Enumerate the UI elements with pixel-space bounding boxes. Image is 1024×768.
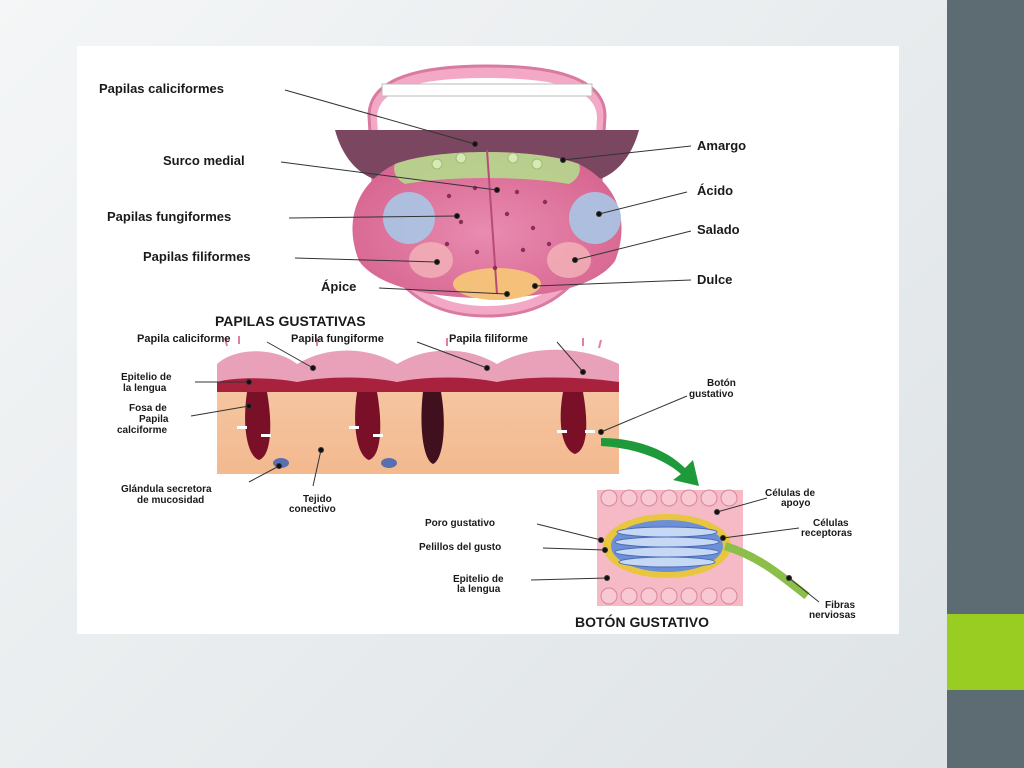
label-boton-epitelio-2: la lengua — [457, 584, 501, 595]
label-fosa-3: calciforme — [117, 425, 167, 436]
label-salado: Salado — [697, 222, 740, 237]
zone-acido-left — [383, 192, 435, 244]
label-boton-epitelio-1: Epitelio de — [453, 574, 504, 585]
label-papila-fungiforme: Papila fungiforme — [291, 333, 384, 345]
label-dulce: Dulce — [697, 272, 732, 287]
upper-teeth — [381, 83, 593, 97]
slide-content: Papilas caliciformes Surco medial Papila… — [77, 46, 899, 634]
label-celulas-apoyo-2: apoyo — [781, 498, 810, 509]
label-boton-2: gustativo — [689, 389, 733, 400]
taste-anatomy-diagram: Papilas caliciformes Surco medial Papila… — [99, 64, 856, 630]
label-celulas-receptoras-1: Células — [813, 518, 849, 529]
label-tejido-2: conectivo — [289, 504, 336, 515]
label-epitelio-2: la lengua — [123, 383, 167, 394]
label-apice: Ápice — [321, 279, 356, 294]
boton-title: BOTÓN GUSTATIVO — [575, 613, 709, 630]
label-fosa-1: Fosa de — [129, 403, 167, 414]
label-papilas-caliciformes: Papilas caliciformes — [99, 81, 224, 96]
slide-accent-block — [947, 614, 1024, 690]
papilas-leader-lines — [190, 341, 688, 487]
tongue-illustration — [335, 64, 639, 318]
label-tejido-1: Tejido — [303, 494, 332, 505]
label-papila-caliciforme: Papila caliciforme — [137, 333, 231, 345]
label-poro-gustativo: Poro gustativo — [425, 518, 495, 529]
label-glandula-2: de mucosidad — [137, 495, 204, 506]
boton-leader-lines — [530, 497, 820, 603]
label-fosa-2: Papila — [139, 414, 169, 425]
circumvallate-papillae — [431, 152, 543, 170]
label-celulas-apoyo-1: Células de — [765, 488, 815, 499]
papilas-cross-section — [217, 336, 619, 474]
label-pelillos: Pelillos del gusto — [419, 542, 501, 553]
label-amargo: Amargo — [697, 138, 746, 153]
papilas-title: PAPILAS GUSTATIVAS — [215, 313, 366, 329]
taste-bud-illustration — [597, 489, 810, 606]
label-fibras-1: Fibras — [825, 600, 855, 611]
zone-salado-left — [409, 242, 453, 278]
label-celulas-receptoras-2: receptoras — [801, 528, 853, 539]
label-papila-filiforme: Papila filiforme — [449, 333, 528, 345]
label-surco-medial: Surco medial — [163, 153, 245, 168]
green-arrow-icon — [601, 438, 699, 486]
label-fibras-2: nerviosas — [809, 610, 856, 621]
zone-acido-right — [569, 192, 621, 244]
label-papilas-fungiformes: Papilas fungiformes — [107, 209, 231, 224]
label-epitelio-1: Epitelio de — [121, 372, 172, 383]
label-papilas-filiformes: Papilas filiformes — [143, 249, 251, 264]
label-glandula-1: Glándula secretora — [121, 484, 212, 495]
zone-salado-right — [547, 242, 591, 278]
label-acido: Ácido — [697, 183, 733, 198]
tongue-leader-lines — [280, 89, 692, 297]
label-boton-1: Botón — [707, 378, 736, 389]
